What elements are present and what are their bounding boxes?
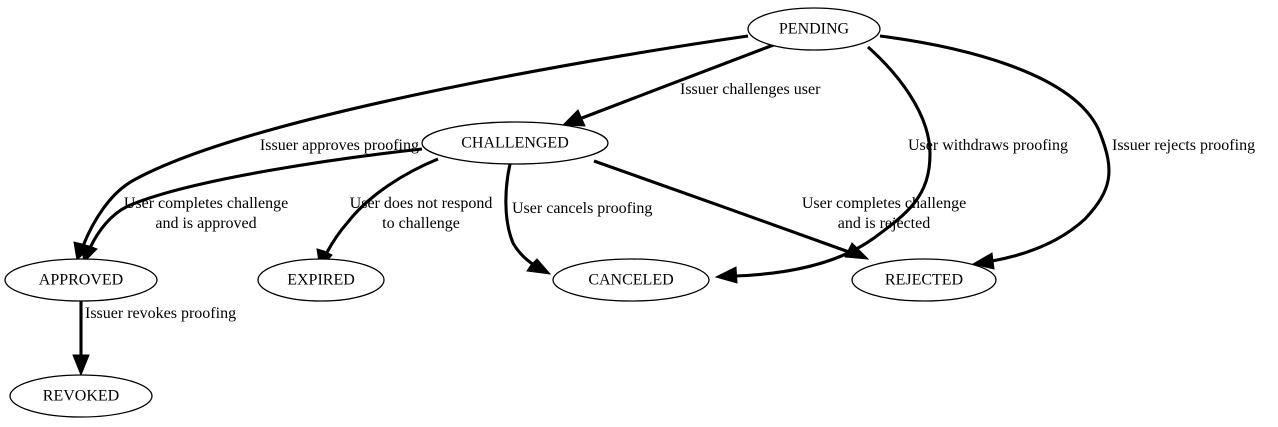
node-expired[interactable]: EXPIRED [257, 258, 385, 302]
edge-line-challenged-canceled [504, 163, 535, 267]
node-challenged[interactable]: CHALLENGED [421, 121, 609, 165]
edge-label-pending-challenged: Issuer challenges user [680, 81, 821, 98]
edge-challenged-approved [80, 147, 423, 264]
edge-label-challenged-expired: User does not respond to challenge [350, 195, 493, 232]
node-shape-rejected[interactable] [851, 258, 997, 302]
edge-label-challenged-approved: User completes challenge and is approved [124, 195, 288, 232]
edge-label-challenged-rejected: User completes challenge and is rejected [802, 195, 966, 232]
node-label-pending: PENDING [779, 21, 850, 38]
edge-pending-challenged [561, 42, 777, 127]
arrowhead-icon [72, 354, 90, 377]
node-shape-revoked[interactable] [9, 374, 153, 418]
edge-label-line: and is rejected [838, 215, 930, 232]
edge-label-pending-canceled: User withdraws proofing [908, 137, 1068, 154]
edge-pending-canceled [714, 45, 932, 284]
edge-line-challenged-expired [324, 157, 439, 255]
edge-label-pending-rejected: Issuer rejects proofing [1112, 137, 1255, 154]
node-rejected[interactable]: REJECTED [851, 258, 997, 302]
arrowhead-icon [561, 109, 586, 127]
edge-label-line: User does not respond [350, 195, 493, 212]
node-label-revoked: REVOKED [43, 388, 119, 405]
node-label-approved: APPROVED [39, 272, 123, 289]
edge-label-line: User completes challenge [802, 195, 966, 212]
node-pending[interactable]: PENDING [747, 7, 881, 51]
node-revoked[interactable]: REVOKED [9, 374, 153, 418]
edge-label-pending-approved: Issuer approves proofing [260, 137, 419, 154]
edge-challenged-canceled [504, 163, 552, 275]
edge-label-line: and is approved [155, 215, 256, 232]
node-shape-challenged[interactable] [421, 121, 609, 165]
node-shape-pending[interactable] [747, 7, 881, 51]
edge-challenged-rejected [593, 159, 870, 260]
arrowhead-icon [844, 242, 870, 260]
edge-line-pending-canceled [734, 45, 932, 278]
node-label-challenged: CHALLENGED [461, 135, 569, 152]
edge-pending-rejected [879, 34, 1111, 270]
edge-line-challenged-rejected [593, 159, 850, 254]
edge-approved-revoked [72, 301, 90, 377]
edge-line-pending-challenged [581, 42, 777, 120]
node-canceled[interactable]: CANCELED [552, 258, 710, 302]
arrowhead-icon [80, 243, 98, 264]
edge-label-line: to challenge [382, 215, 460, 232]
node-label-canceled: CANCELED [588, 272, 673, 289]
node-label-rejected: REJECTED [885, 272, 963, 289]
edge-line-challenged-approved [88, 147, 423, 249]
node-shape-canceled[interactable] [552, 258, 710, 302]
edge-challenged-expired [316, 157, 439, 271]
node-shape-expired[interactable] [257, 258, 385, 302]
edge-labels-layer: Issuer approves proofing Issuer challenge… [85, 81, 1255, 322]
arrowhead-icon [526, 258, 552, 275]
node-approved[interactable]: APPROVED [4, 258, 158, 302]
edge-label-challenged-canceled: User cancels proofing [512, 200, 652, 217]
node-shape-approved[interactable] [4, 258, 158, 302]
node-label-expired: EXPIRED [287, 272, 355, 289]
edges-layer [72, 34, 1111, 377]
edge-label-approved-revoked: Issuer revokes proofing [85, 305, 236, 322]
edge-label-line: User completes challenge [124, 195, 288, 212]
edge-line-pending-approved [81, 34, 749, 247]
nodes-layer: PENDING CHALLENGED APPROVED EXPIRED CANCELED… [4, 7, 997, 418]
arrowhead-icon [971, 252, 995, 270]
edge-line-pending-rejected [879, 34, 1111, 263]
arrowhead-icon [714, 266, 738, 284]
